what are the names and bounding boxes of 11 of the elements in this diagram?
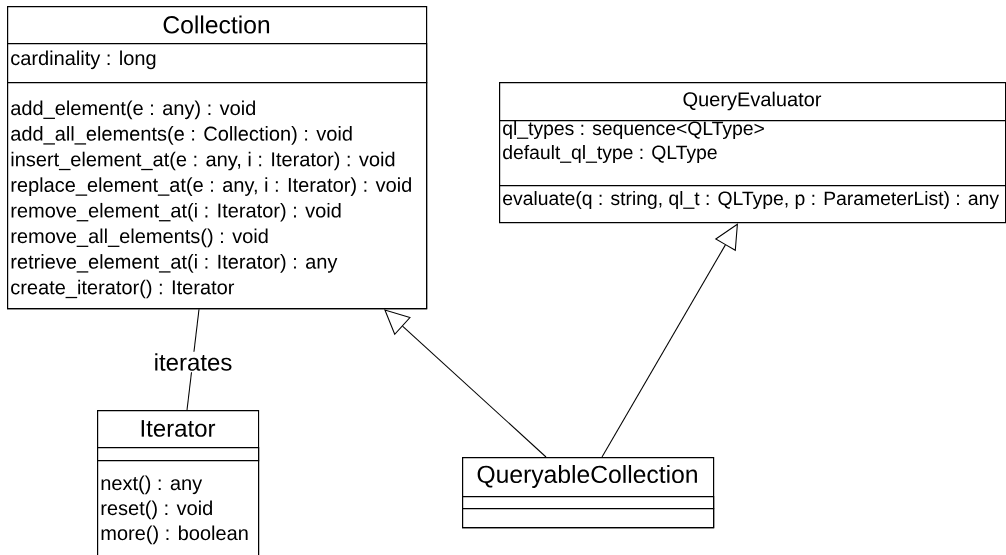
compartment: evaluate(q : string, ql_t : QLType, p : ParameterList) : any	[499, 185, 1006, 224]
generalization-arrow	[601, 223, 738, 458]
empty-compartment	[462, 496, 715, 510]
compartment: cardinality : long	[7, 43, 428, 84]
edge-label: iterates	[152, 351, 234, 373]
empty-compartment	[97, 447, 260, 462]
generalization-arrow	[384, 309, 547, 458]
compartment: ql_types : sequence<QLType> default_ql_type : QLType	[499, 120, 1006, 187]
empty-compartment	[462, 508, 715, 529]
node-label: ql_types : sequence<QLType>	[503, 120, 764, 140]
node-label: default_ql_type : QLType	[503, 144, 717, 164]
